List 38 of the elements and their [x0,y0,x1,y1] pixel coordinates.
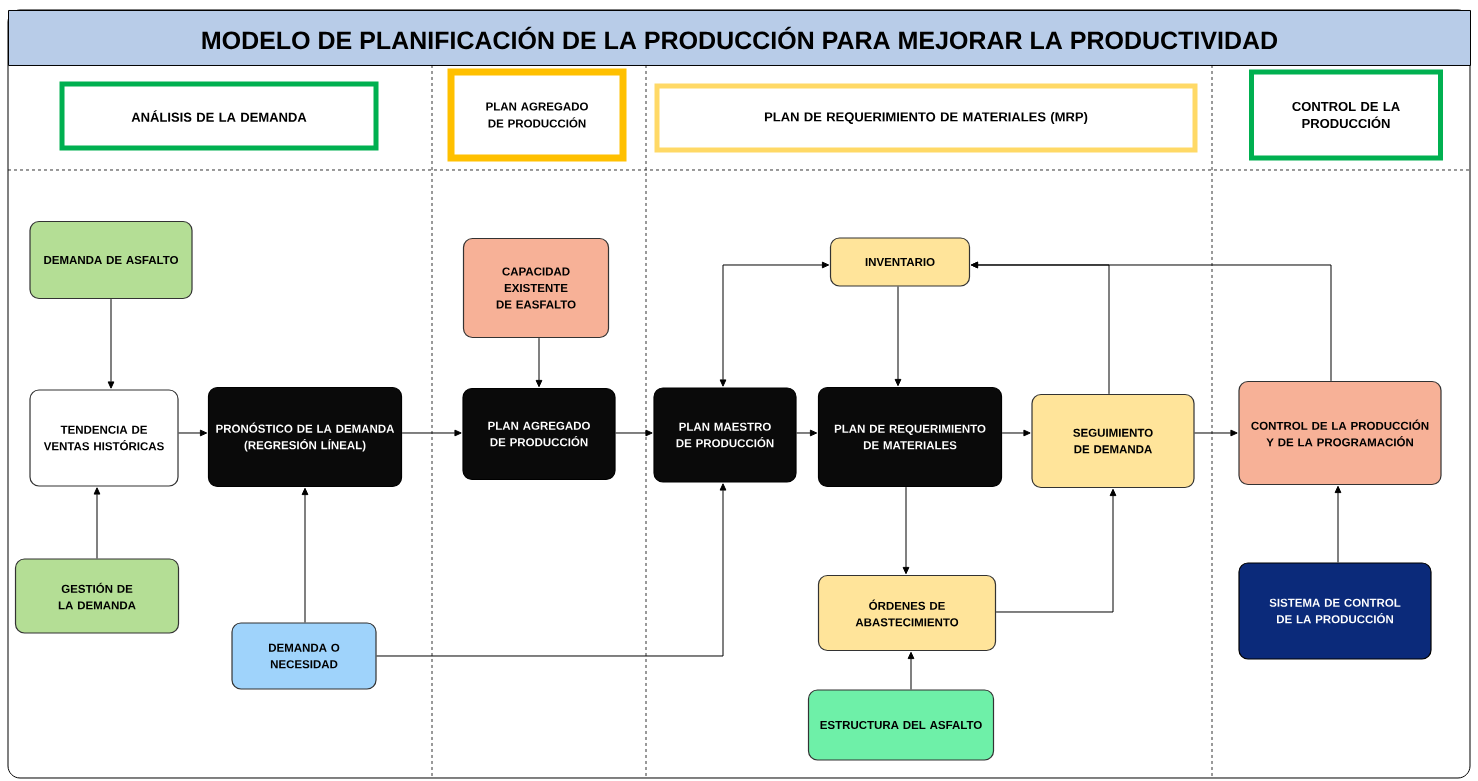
process-box: SISTEMA DE CONTROL DE LA PRODUCCIÓN [1238,562,1432,660]
arrow [615,429,653,437]
section-header: PLAN AGREGADO DE PRODUCCIÓN [447,68,627,162]
arrow [719,261,830,387]
arrow [796,429,818,437]
arrow [301,487,309,623]
section-header: CONTROL DE LA PRODUCCIÓN [1249,69,1443,161]
process-box: CAPACIDAD EXISTENTE DE EASFALTO [462,237,610,339]
arrow [1001,429,1031,437]
process-box: DEMANDA DE ASFALTO [29,220,193,300]
process-box: ÓRDENES DE ABASTECIMIENTO [817,574,997,652]
arrow [894,286,902,387]
process-box: CONTROL DE LA PRODUCCIÓN Y DE LA PROGRAMACIÓN [1238,380,1442,486]
process-box: DEMANDA O NECESIDAD [231,622,377,690]
process-box: TENDENCIA DE VENTAS HISTÓRICAS [29,389,179,487]
arrow [93,487,101,559]
arrow [376,483,727,657]
process-box: ESTRUCTURA DEL ASFALTO [807,689,995,761]
arrow [902,486,910,575]
process-box: INVENTARIO [829,237,971,287]
arrow [107,298,115,389]
process-box: PRONÓSTICO DE LA DEMANDA (REGRESIÓN LÍNEAL) [207,386,403,488]
arrow [970,261,1332,382]
arrow [1194,429,1238,437]
arrow [907,651,915,690]
process-box: PLAN MAESTRO DE PRODUCCIÓN [653,387,797,483]
arrow [401,429,462,437]
title-bar: MODELO DE PLANIFICACIÓN DE LA PRODUCCIÓN PARA MEJORAR LA PRODUCTIVIDAD [8,10,1471,66]
section-header: ANÁLISIS DE LA DEMANDA [59,81,379,151]
process-box: SEGUIMIENTO DE DEMANDA [1031,393,1195,489]
arrow [1334,485,1342,563]
section-header: PLAN DE REQUERIMIENTO DE MATERIALES (MRP) [654,83,1198,153]
process-box: PLAN DE REQUERIMIENTO DE MATERIALES [817,386,1003,488]
arrow [535,337,543,388]
arrow [178,429,208,437]
arrow [995,488,1117,613]
process-box: GESTIÓN DE LA DEMANDA [14,558,180,634]
process-box: PLAN AGREGADO DE PRODUCCIÓN [462,387,616,481]
